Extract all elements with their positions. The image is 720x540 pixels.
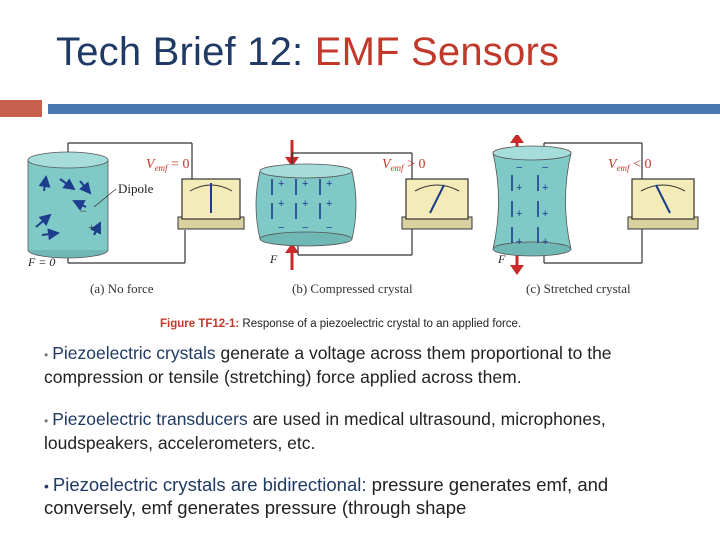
piezo-figure: − + Dipole Vemf = 0 F = 0 (a) No force +… <box>20 135 700 335</box>
bullet-dot: • <box>44 478 49 494</box>
bullet-text: generate a voltage across them proportio… <box>44 343 612 387</box>
charges-c: − − + + + + + + <box>516 162 548 248</box>
svg-text:−: − <box>80 204 87 218</box>
svg-text:−: − <box>542 162 548 174</box>
force-label-b: F <box>269 252 278 266</box>
charges-b: + + + + + + − − − <box>278 178 332 234</box>
svg-text:+: + <box>542 208 548 220</box>
svg-text:+: + <box>88 220 95 234</box>
bullet-highlight: Piezoelectric transducers <box>52 409 248 429</box>
svg-text:Vemf > 0: Vemf > 0 <box>382 157 425 173</box>
panel-a: − + Dipole Vemf = 0 F = 0 (a) No force <box>27 142 245 296</box>
bullet-item: •Piezoelectric crystals generate a volta… <box>44 342 694 388</box>
dipole-label: Dipole <box>118 181 154 196</box>
svg-text:+: + <box>278 198 284 210</box>
svg-text:+: + <box>302 198 308 210</box>
svg-text:+: + <box>326 198 332 210</box>
caption-label: Figure TF12-1: <box>160 318 239 330</box>
panel-c-label: (c) Stretched crystal <box>526 281 631 296</box>
bullet-highlight: Piezoelectric crystals <box>52 343 216 363</box>
title-accent: EMF Sensors <box>314 30 560 74</box>
dipoles-c <box>511 175 539 243</box>
svg-text:Vemf = 0: Vemf = 0 <box>146 157 189 173</box>
bullet-item: •Piezoelectric crystals are bidirectiona… <box>44 474 694 519</box>
svg-text:+: + <box>326 178 332 190</box>
svg-text:+: + <box>516 208 522 220</box>
slide-title: Tech Brief 12: EMF Sensors <box>56 30 559 75</box>
bullet-dot: • <box>44 348 49 362</box>
svg-text:−: − <box>326 222 332 234</box>
svg-text:Vemf < 0: Vemf < 0 <box>608 157 651 173</box>
svg-text:+: + <box>516 182 522 194</box>
title-prefix: Tech Brief 12: <box>56 30 315 74</box>
caption-text: Response of a piezoelectric crystal to a… <box>239 318 521 330</box>
bullet-highlight: Piezoelectric crystals are bidirectional… <box>52 474 367 495</box>
vemf-c-symbol: V <box>608 157 618 172</box>
header-accent-bar <box>0 100 42 117</box>
dipole-arrows <box>35 175 101 241</box>
svg-text:−: − <box>278 222 284 234</box>
bullet-text: pressure generates emf, and conversely, … <box>44 474 609 518</box>
panel-b: + + + + + + − − − Vemf > 0 F (b) Compressed cr… <box>255 140 473 296</box>
panel-b-label: (b) Compressed crystal <box>292 281 413 296</box>
bullet-text: are used in medical ultrasound, micropho… <box>44 409 606 453</box>
vemf-a-symbol: V <box>146 157 156 172</box>
vemf-b-relation: > 0 <box>404 157 426 172</box>
vemf-c-sub: emf <box>617 163 631 173</box>
svg-text:+: + <box>278 178 284 190</box>
svg-text:−: − <box>302 222 308 234</box>
header-rule-bar <box>48 104 720 114</box>
bullet-dot: • <box>44 414 49 428</box>
force-label-a: F = 0 <box>27 255 55 269</box>
figure-caption: Figure TF12-1: Response of a piezoelectr… <box>160 318 521 330</box>
vemf-a-sub: emf <box>155 163 169 173</box>
panel-a-label: (a) No force <box>90 281 154 296</box>
vemf-b-sub: emf <box>391 163 405 173</box>
svg-text:+: + <box>302 178 308 190</box>
bullet-list: •Piezoelectric crystals generate a volta… <box>44 342 694 539</box>
bullet-item: •Piezoelectric transducers are used in m… <box>44 408 694 454</box>
vemf-c-relation: < 0 <box>630 157 652 172</box>
svg-text:+: + <box>516 236 522 248</box>
dipoles-b <box>271 179 321 219</box>
vemf-a-relation: = 0 <box>168 157 190 172</box>
force-label-c: F <box>497 252 506 266</box>
svg-text:+: + <box>542 236 548 248</box>
svg-text:−: − <box>516 162 522 174</box>
panel-c: − − + + + + + + Vemf < 0 F (c) Stretched cry… <box>492 135 699 296</box>
svg-text:+: + <box>542 182 548 194</box>
vemf-b-symbol: V <box>382 157 392 172</box>
